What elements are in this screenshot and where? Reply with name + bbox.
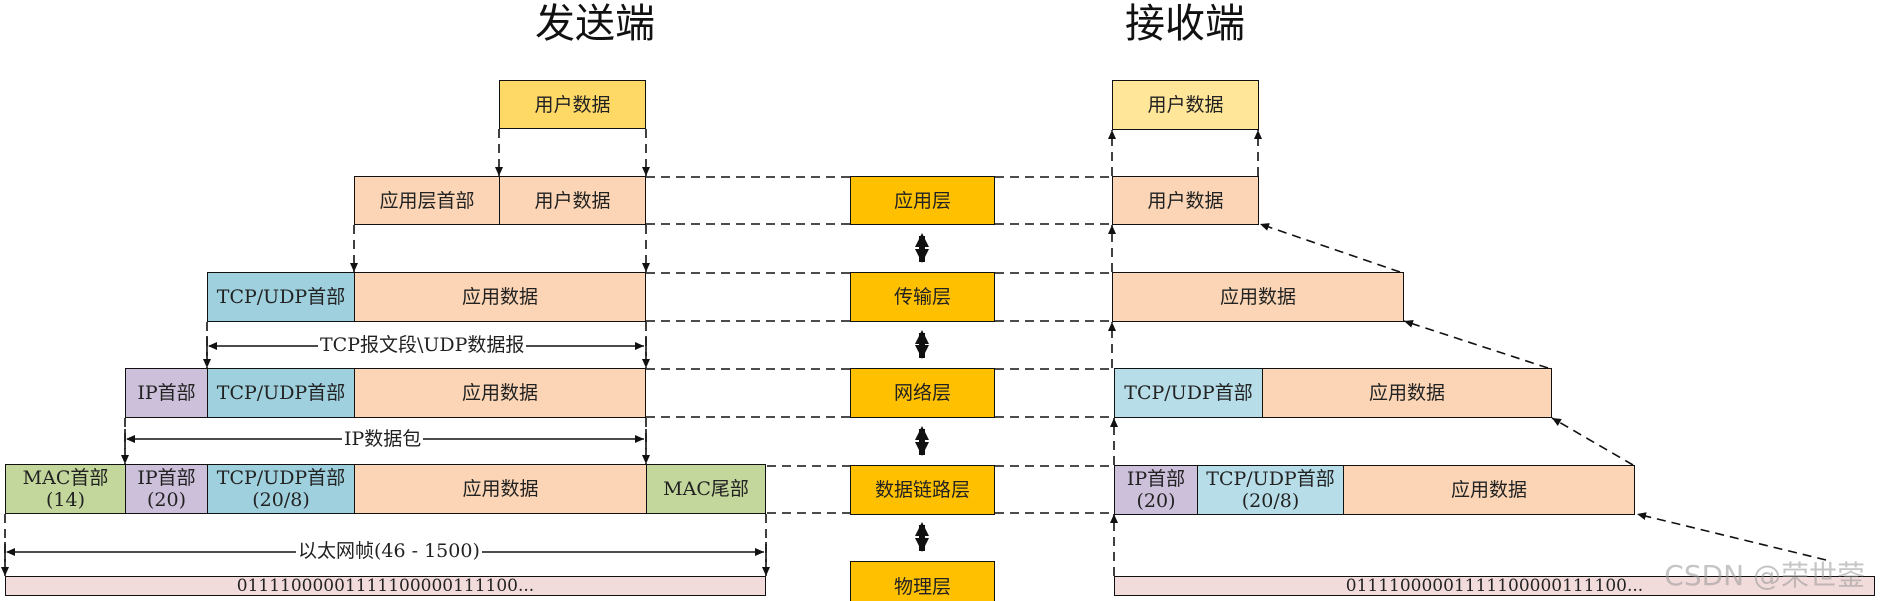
sender-network-app-data: 应用数据 (354, 368, 646, 418)
receiver-link-app-data: 应用数据 (1343, 465, 1635, 515)
sender-ip-header: IP首部 (125, 368, 208, 418)
receiver-user-data: 用户数据 (1112, 80, 1259, 130)
sender-tcp-header: TCP/UDP首部 (207, 272, 355, 322)
receiver-app-user-data: 用户数据 (1112, 176, 1259, 225)
segment-range-label: TCP报文段\UDP数据报 (318, 334, 527, 356)
sender-title: 发送端 (535, 1, 655, 47)
layer-transport: 传输层 (850, 272, 995, 322)
sender-frame-ip-header: IP首部 (20) (125, 464, 208, 514)
packet-range-label: IP数据包 (342, 428, 424, 450)
sender-network-tcp-header: TCP/UDP首部 (207, 368, 355, 418)
sender-bitstream: 01111000001111100000111100... (5, 576, 766, 596)
receiver-title: 接收端 (1125, 1, 1245, 47)
sender-app-user-data: 用户数据 (499, 176, 646, 225)
receiver-bitstream: 01111000001111100000111100... (1114, 576, 1875, 596)
receiver-link-tcp-header: TCP/UDP首部 (20/8) (1197, 465, 1344, 515)
sender-transport-app-data: 应用数据 (354, 272, 646, 322)
receiver-network-app-data: 应用数据 (1262, 368, 1552, 418)
sender-mac-header: MAC首部 (14) (5, 464, 126, 514)
sender-app-header: 应用层首部 (354, 176, 500, 225)
layer-datalink: 数据链路层 (850, 465, 995, 515)
layer-physical: 物理层 (850, 561, 995, 601)
sender-user-data: 用户数据 (499, 80, 646, 129)
sender-frame-app-data: 应用数据 (354, 464, 647, 514)
receiver-transport-app-data: 应用数据 (1112, 272, 1404, 322)
layer-application: 应用层 (850, 176, 995, 225)
watermark: CSDN @荣世蓥 (1664, 559, 1865, 592)
receiver-network-tcp-header: TCP/UDP首部 (1114, 368, 1263, 418)
frame-range-label: 以太网帧(46 - 1500) (296, 540, 482, 562)
layer-network: 网络层 (850, 368, 995, 418)
sender-mac-trailer: MAC尾部 (646, 464, 766, 514)
sender-frame-tcp-header: TCP/UDP首部 (20/8) (207, 464, 355, 514)
receiver-link-ip-header: IP首部 (20) (1114, 465, 1198, 515)
